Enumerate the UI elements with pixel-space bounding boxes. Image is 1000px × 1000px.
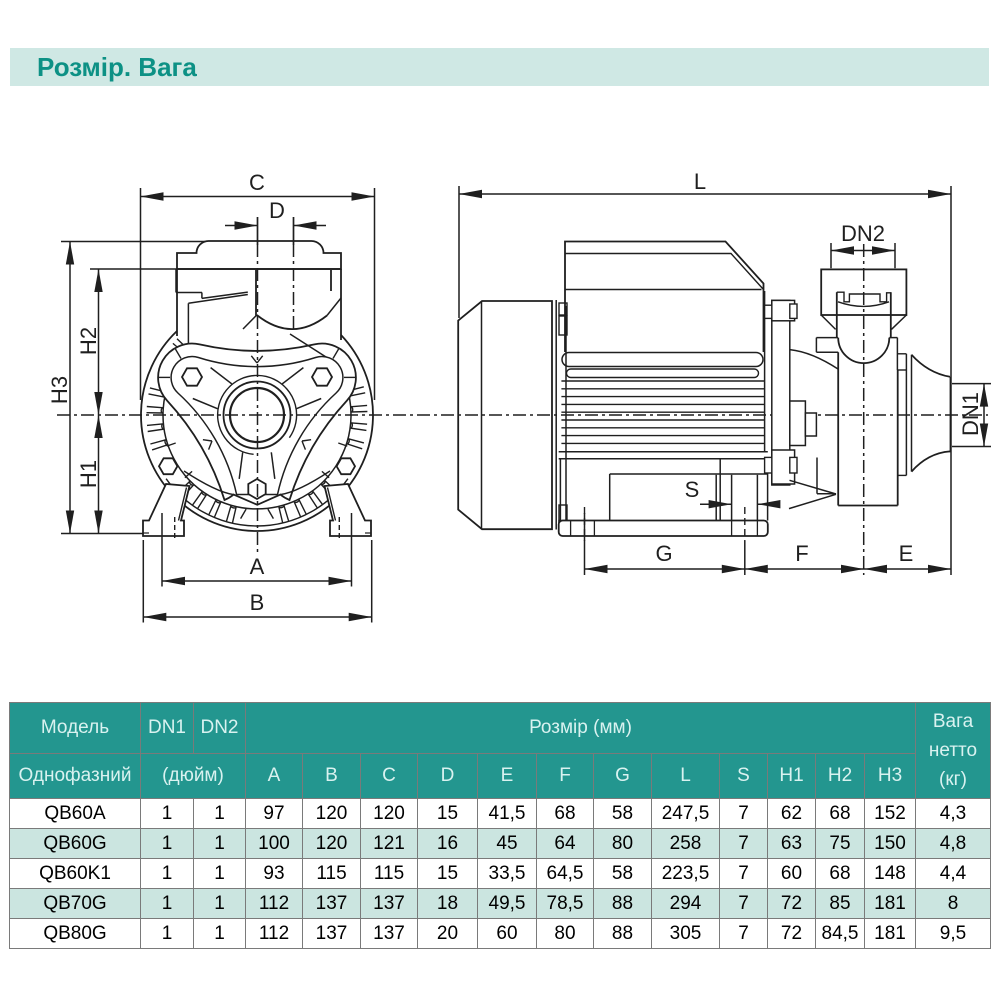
svg-text:E: E <box>899 541 914 566</box>
svg-text:G: G <box>655 541 672 566</box>
svg-text:C: C <box>249 170 265 195</box>
svg-text:DN1: DN1 <box>958 392 983 436</box>
svg-text:L: L <box>694 169 706 194</box>
svg-text:B: B <box>250 590 265 615</box>
svg-text:H1: H1 <box>76 460 101 488</box>
svg-text:H3: H3 <box>47 376 72 404</box>
svg-text:F: F <box>795 541 808 566</box>
svg-text:A: A <box>250 554 265 579</box>
svg-text:DN2: DN2 <box>841 221 885 246</box>
svg-text:H2: H2 <box>76 327 101 355</box>
svg-text:D: D <box>269 198 285 223</box>
svg-text:S: S <box>685 477 700 502</box>
